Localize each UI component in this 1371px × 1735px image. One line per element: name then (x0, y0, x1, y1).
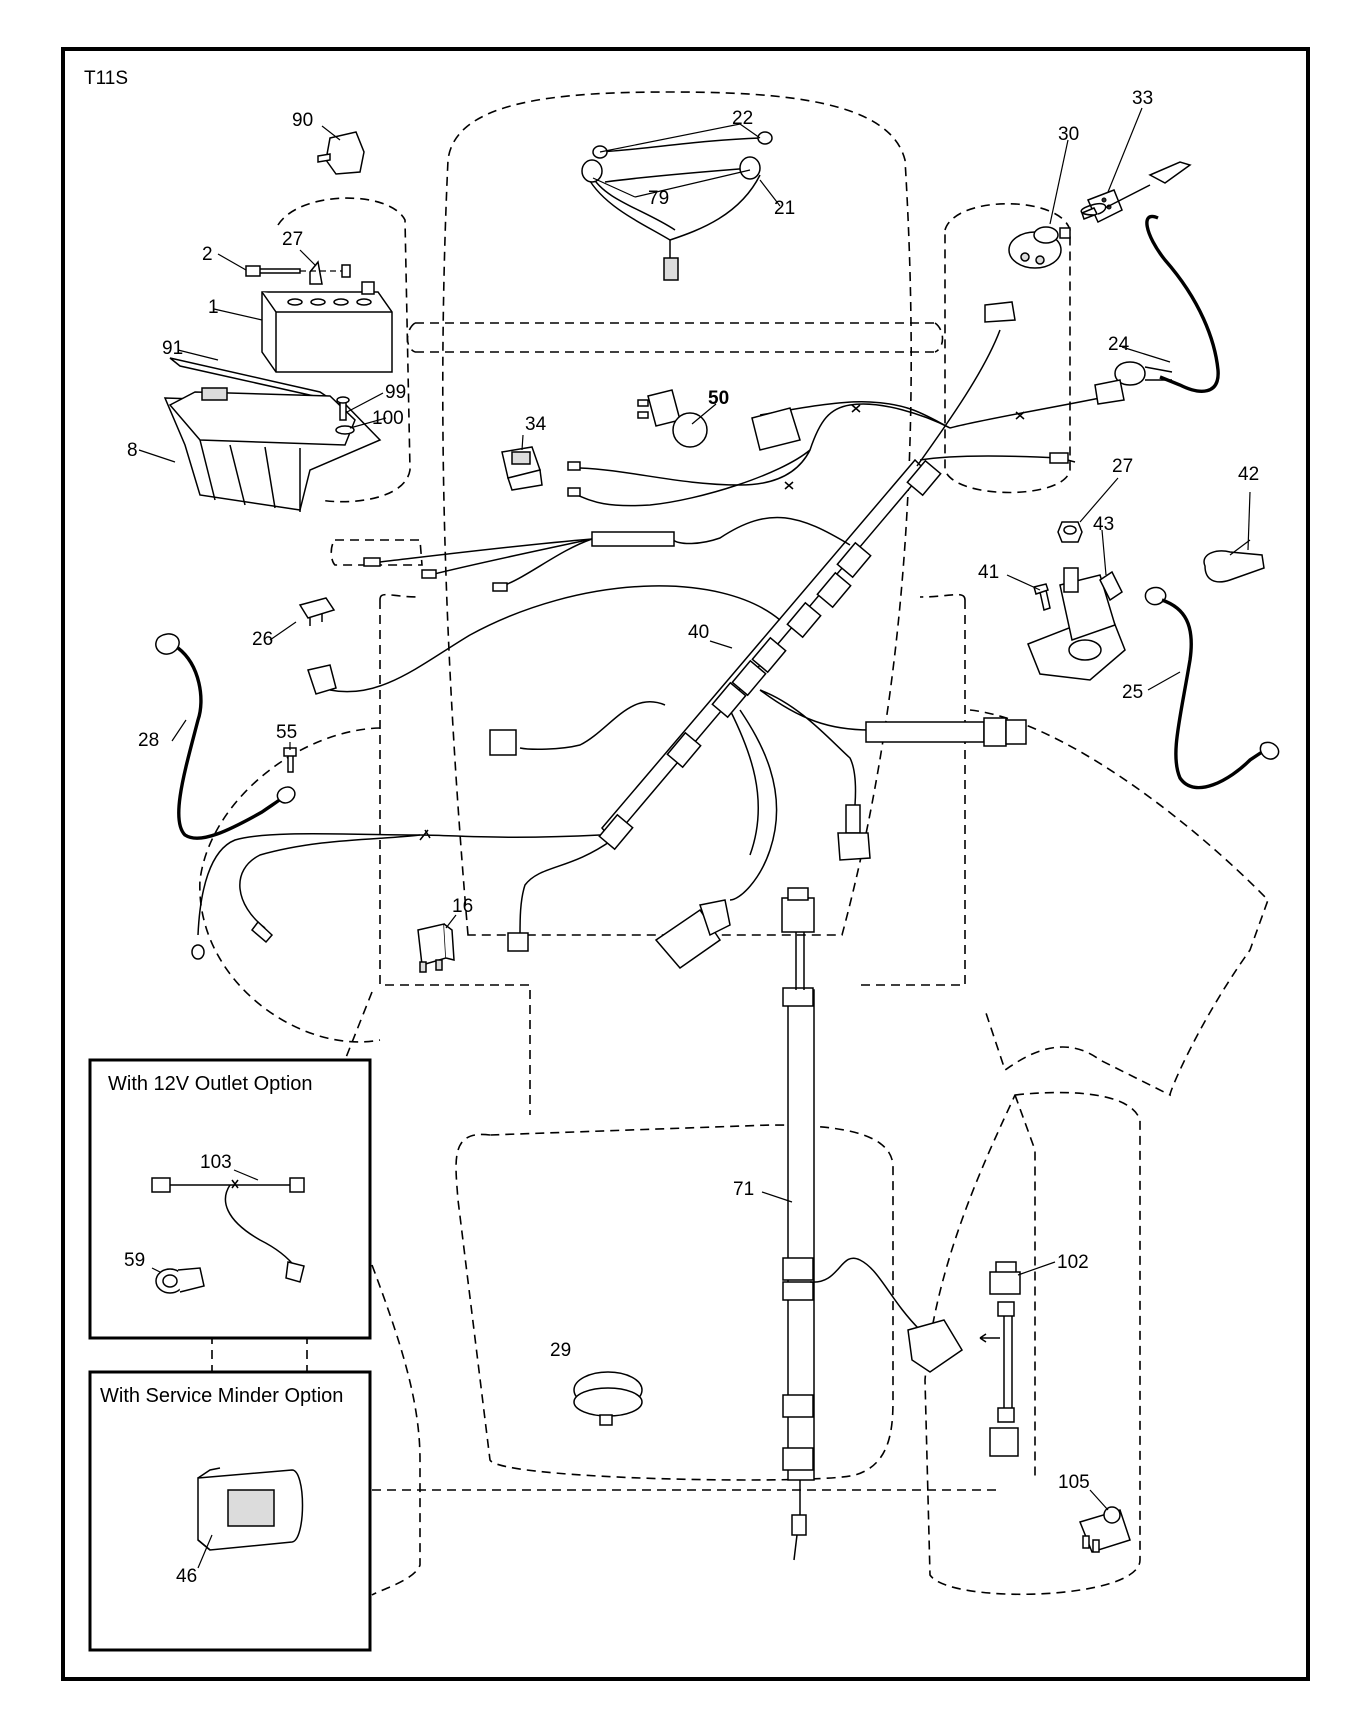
outlet-option-title: With 12V Outlet Option (108, 1073, 313, 1095)
battery-bolt (245, 265, 301, 277)
callout-102: 102 (1057, 1252, 1089, 1273)
callout-40: 40 (688, 622, 709, 643)
callout-46: 46 (176, 1566, 197, 1587)
callout-8: 8 (127, 440, 138, 461)
battery-cable-25 (1144, 586, 1280, 790)
callout-labels: 90 22 79 21 30 33 27 2 1 91 99 100 8 34 … (124, 88, 1259, 1587)
callout-24: 24 (1108, 334, 1130, 355)
callout-16: 16 (452, 896, 473, 917)
ignition-switch (1008, 226, 1071, 269)
callout-27-top: 27 (282, 229, 303, 250)
callout-1: 1 (208, 297, 219, 318)
callout-91: 91 (162, 338, 183, 359)
fuse (298, 597, 336, 626)
headlight-harness (581, 131, 773, 281)
callout-79: 79 (648, 188, 669, 209)
callout-21: 21 (774, 198, 795, 219)
callout-34: 34 (525, 414, 547, 435)
callout-59: 59 (124, 1250, 145, 1271)
battery-cable-24 (1080, 161, 1220, 393)
callout-105: 105 (1058, 1472, 1090, 1493)
seat-switch (637, 389, 708, 448)
pto-switch (501, 446, 543, 491)
callout-42: 42 (1238, 464, 1259, 485)
callout-28: 28 (138, 730, 159, 751)
callout-26: 26 (252, 629, 273, 650)
callout-103: 103 (200, 1152, 232, 1173)
battery-cable-28 (155, 633, 296, 840)
outlet-option-box: With 12V Outlet Option (88, 1058, 372, 1340)
callout-41: 41 (978, 562, 999, 583)
callout-55: 55 (276, 722, 297, 743)
callout-33: 33 (1132, 88, 1153, 109)
callout-30: 30 (1058, 124, 1079, 145)
rear-harness (781, 887, 964, 1561)
callout-50: 50 (708, 388, 729, 409)
solenoid-screw (1033, 583, 1051, 611)
callout-25: 25 (1122, 682, 1143, 703)
callout-71: 71 (733, 1179, 754, 1200)
ground-screw (283, 747, 297, 773)
callout-22: 22 (732, 108, 753, 129)
battery-assembly (163, 260, 393, 512)
callout-27-right: 27 (1112, 456, 1133, 477)
diagram-code: T11S (84, 68, 128, 89)
service-minder-option-box: With Service Minder Option (88, 1370, 372, 1652)
starter-solenoid (1027, 521, 1126, 681)
callout-99: 99 (385, 382, 406, 403)
leader-lines (138, 107, 1251, 1569)
part-29-grommet (573, 1371, 643, 1426)
callout-2: 2 (202, 244, 213, 265)
terminal-boot (1203, 539, 1265, 583)
part-90-relay (317, 131, 365, 175)
callout-29: 29 (550, 1340, 571, 1361)
callout-90: 90 (292, 110, 313, 131)
part-105-switch (1078, 1506, 1131, 1553)
diagram-frame (61, 47, 1310, 1681)
relay-16 (417, 923, 455, 973)
chassis-outline (199, 91, 1269, 1596)
minder-option-title: With Service Minder Option (100, 1385, 343, 1407)
callout-43: 43 (1093, 514, 1114, 535)
harness-102 (979, 1261, 1021, 1457)
callout-100: 100 (372, 408, 404, 429)
main-wiring-harness (191, 301, 1125, 970)
